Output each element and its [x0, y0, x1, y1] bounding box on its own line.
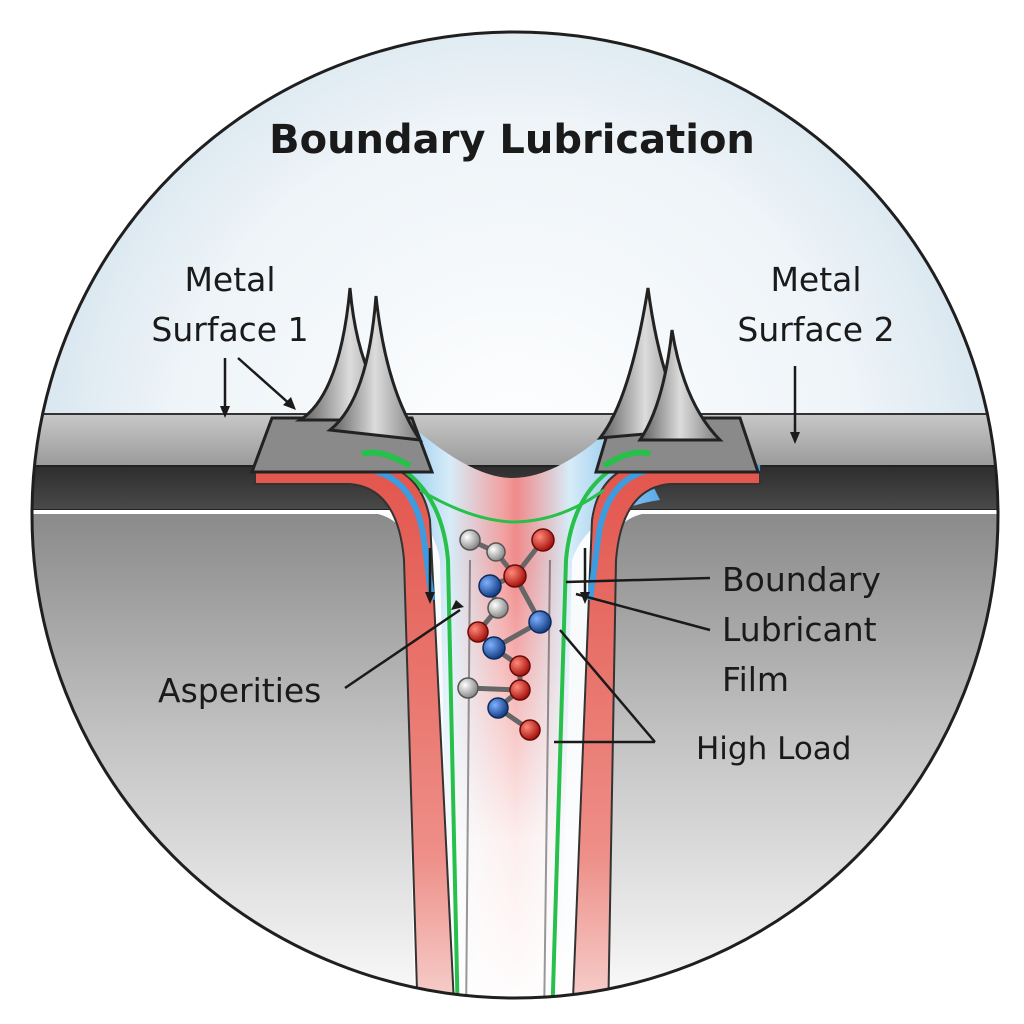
label-metal-surface-2: Metal Surface 2: [737, 260, 895, 349]
label-metal-surface-1: Metal Surface 1: [151, 260, 309, 349]
diagram-title: Boundary Lubrication: [269, 117, 755, 163]
lower-metal-block: [32, 512, 420, 998]
metal-plate-top: [32, 413, 998, 467]
asperity-peak-icon: [637, 329, 724, 442]
label-boundary-film: Boundary Lubricant Film: [722, 560, 881, 699]
label-asperities: Asperities: [158, 671, 322, 710]
circle-border: [30, 30, 1000, 1000]
label-high-load: High Load: [696, 731, 852, 767]
asperity-peak-icon: [326, 295, 424, 442]
leader-lines: [223, 357, 797, 744]
